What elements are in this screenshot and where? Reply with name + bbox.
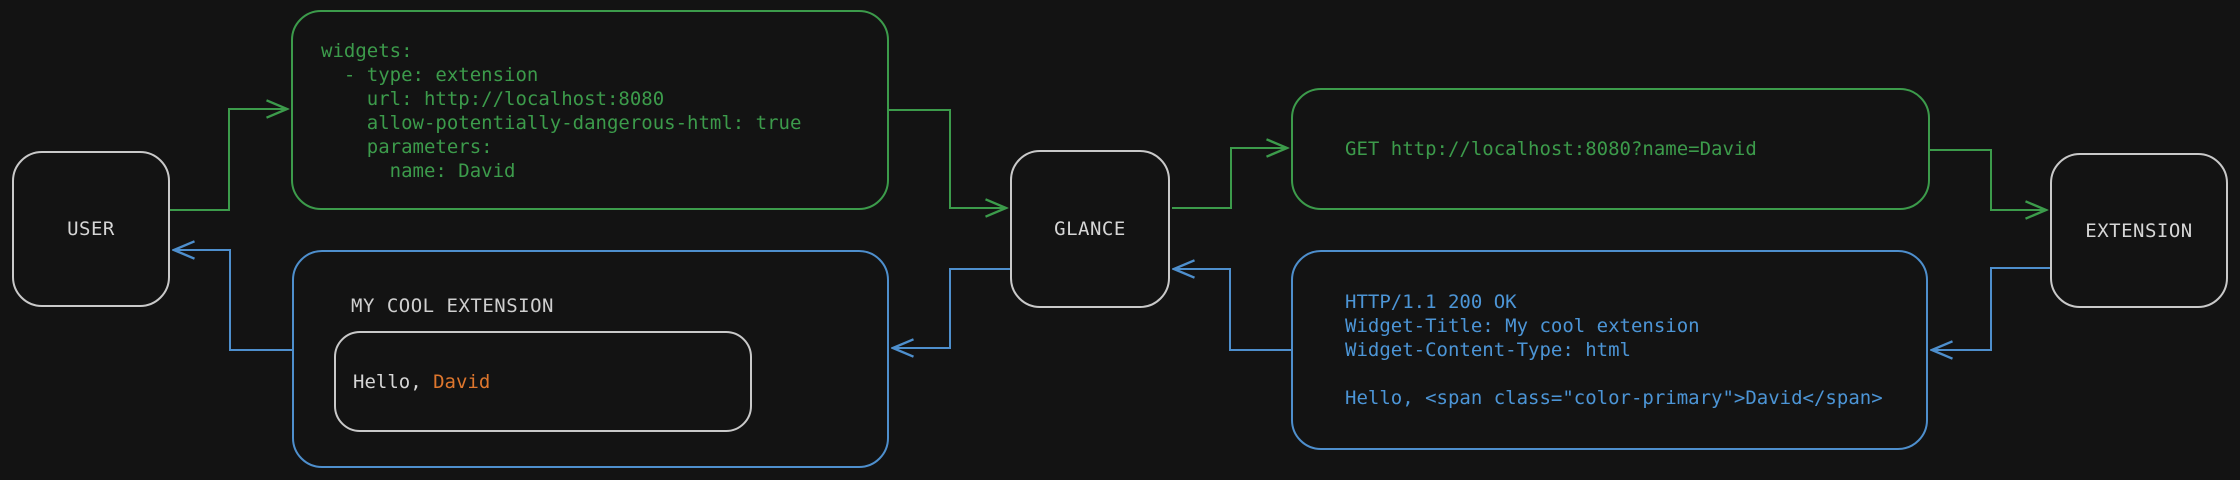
greeting-prefix-text: Hello,: [353, 370, 434, 393]
widget-greeting-box: Hello, David: [334, 331, 752, 432]
node-extension: EXTENSION: [2050, 153, 2228, 308]
node-user-label: USER: [67, 218, 115, 240]
http-response-box: HTTP/1.1 200 OK Widget-Title: My cool ex…: [1291, 250, 1928, 450]
widget-title: MY COOL EXTENSION: [351, 295, 554, 317]
rendered-widget-box: MY COOL EXTENSION Hello, David: [292, 250, 889, 468]
node-glance: GLANCE: [1010, 150, 1170, 308]
config-yaml-text: widgets: - type: extension url: http://l…: [321, 40, 802, 182]
connector-response-to-glance: [1175, 269, 1291, 351]
http-request-box: GET http://localhost:8080?name=David: [1291, 88, 1930, 210]
connector-widget-to-user: [175, 250, 292, 351]
connector-glance-to-request: [1172, 148, 1286, 209]
config-yaml-box: widgets: - type: extension url: http://l…: [291, 10, 889, 210]
greeting-name-text: David: [433, 370, 491, 393]
connector-config-to-glance: [889, 109, 1005, 208]
node-extension-label: EXTENSION: [2085, 219, 2193, 242]
connector-user-to-config: [170, 109, 286, 211]
node-user: USER: [12, 151, 170, 307]
node-glance-label: GLANCE: [1054, 218, 1126, 240]
connector-extension-to-response: [1933, 267, 2050, 350]
http-request-text: GET http://localhost:8080?name=David: [1345, 138, 1757, 160]
connector-glance-to-widget: [894, 268, 1010, 348]
connector-request-to-extension: [1930, 149, 2045, 210]
http-response-text: HTTP/1.1 200 OK Widget-Title: My cool ex…: [1345, 291, 1883, 409]
